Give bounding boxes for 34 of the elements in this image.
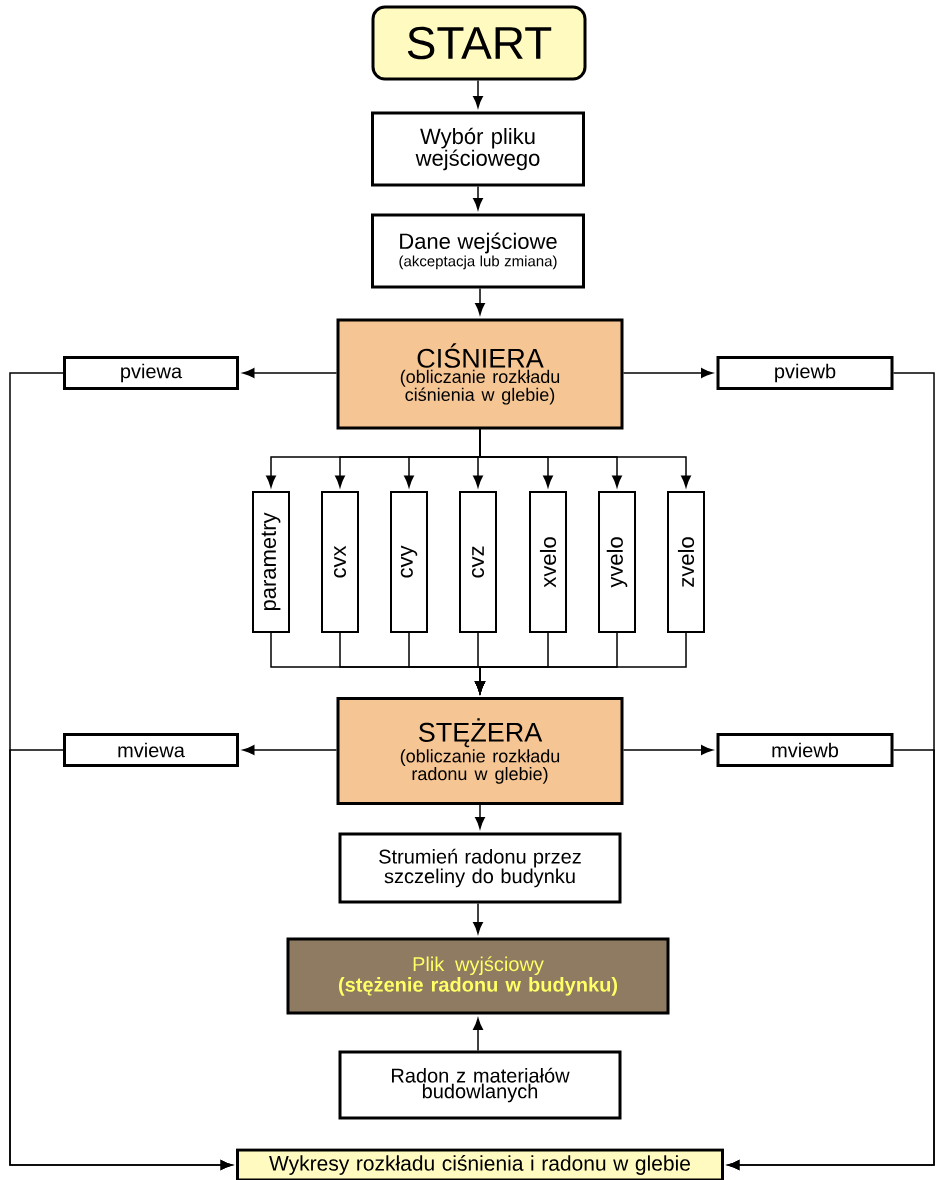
process-box: Dane wejściowe (akceptacja lub zmiana) xyxy=(371,213,585,289)
process-box: Radon z materiałów budowlanych xyxy=(338,1050,622,1120)
output-box: mviewa xyxy=(63,733,239,767)
output-box: pviewa xyxy=(63,356,239,390)
data-box: zvelo xyxy=(667,491,705,633)
data-box: parametry xyxy=(252,491,290,633)
data-box: cvy xyxy=(390,491,428,633)
arrow xyxy=(473,902,483,934)
arrow xyxy=(473,1018,483,1052)
process-box: Wybór pliku wejściowego xyxy=(371,111,585,187)
data-box: cvz xyxy=(459,491,497,633)
data-box: yvelo xyxy=(598,491,636,633)
arrow xyxy=(473,185,483,210)
start-box: START xyxy=(371,5,587,81)
module-box: STĘŻERA (obliczanie rozkładu radonu w glebie) xyxy=(336,697,624,805)
result-box: Wykresy rozkładu ciśnienia i radonu w glebie xyxy=(236,1148,724,1180)
module-box: CIŚNIERA (obliczanie rozkładu ciśnienia w glebie) xyxy=(336,318,624,430)
data-box: xvelo xyxy=(529,491,567,633)
arrow xyxy=(475,804,485,829)
arrow xyxy=(622,745,713,755)
arrow xyxy=(473,79,483,108)
arrow xyxy=(475,632,687,694)
arrow xyxy=(242,368,338,378)
process-box: Strumień radonu przez szczeliny do budynku xyxy=(338,832,622,904)
arrow xyxy=(727,749,935,1170)
output-box: mviewb xyxy=(716,733,894,767)
arrow xyxy=(622,368,713,378)
data-box: cvx xyxy=(321,491,359,633)
arrow xyxy=(9,749,233,1170)
arrow xyxy=(242,745,338,755)
output-box: pviewb xyxy=(716,356,894,390)
output-file-box: Plik wyjściowy (stężenie radonu w budynku) xyxy=(286,937,670,1015)
arrow xyxy=(479,428,691,488)
arrow xyxy=(475,287,485,315)
